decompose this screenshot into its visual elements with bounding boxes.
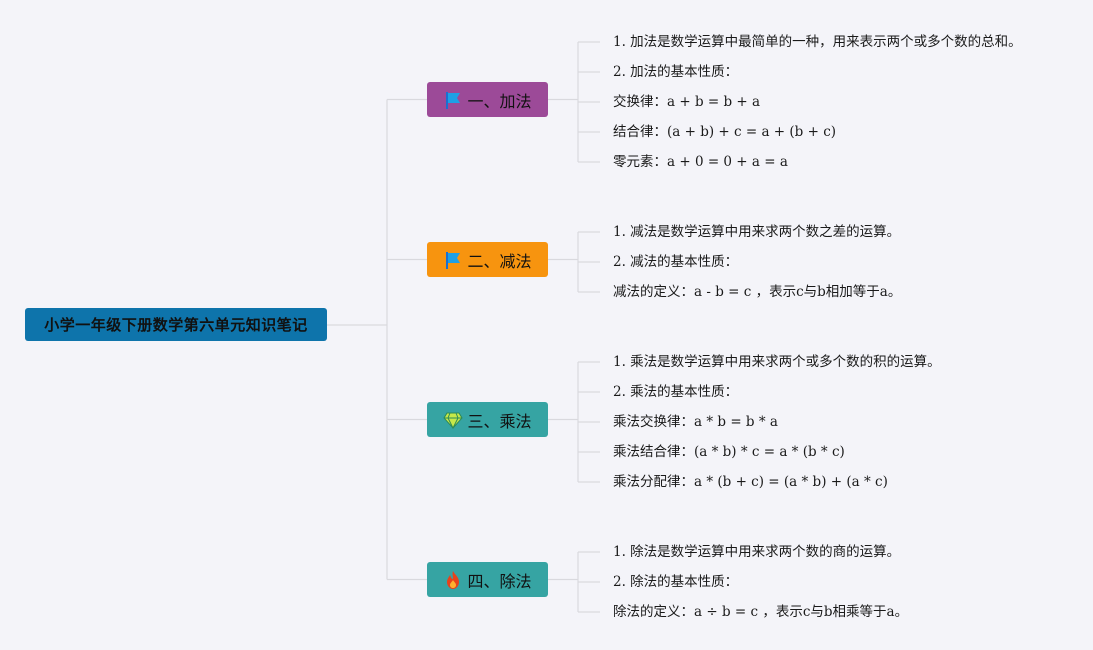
- leaf-topic[interactable]: 零元素：a + 0 = 0 + a = a: [613, 154, 788, 170]
- leaf-topic[interactable]: 2. 乘法的基本性质：: [613, 384, 739, 400]
- flag-icon: [443, 250, 463, 270]
- leaf-topic[interactable]: 1. 乘法是数学运算中用来求两个或多个数的积的运算。: [613, 354, 941, 370]
- gem-icon: [443, 410, 464, 430]
- branch-topic-2[interactable]: 二、减法: [427, 242, 548, 277]
- leaf-topic[interactable]: 1. 加法是数学运算中最简单的一种，用来表示两个或多个数的总和。: [613, 34, 1022, 50]
- leaf-topic[interactable]: 乘法交换律：a * b = b * a: [613, 414, 778, 430]
- branch-topic-3[interactable]: 三、乘法: [427, 402, 548, 437]
- leaf-topic[interactable]: 乘法结合律：(a * b) * c = a * (b * c): [613, 444, 845, 460]
- branch-label: 三、乘法: [467, 411, 532, 431]
- branch-label: 二、减法: [467, 251, 532, 271]
- flag-icon: [443, 90, 463, 110]
- leaf-topic[interactable]: 乘法分配律：a * (b + c) = (a * b) + (a * c): [613, 474, 888, 490]
- leaf-topic[interactable]: 交换律：a + b = b + a: [613, 94, 761, 110]
- fire-icon: [443, 570, 463, 590]
- branch-label: 四、除法: [467, 571, 532, 591]
- leaf-topic[interactable]: 除法的定义：a ÷ b = c ，表示c与b相乘等于a。: [613, 604, 909, 620]
- leaf-topic[interactable]: 1. 除法是数学运算中用来求两个数的商的运算。: [613, 544, 901, 560]
- root-topic[interactable]: 小学一年级下册数学第六单元知识笔记: [25, 308, 327, 341]
- branch-label: 一、加法: [467, 91, 532, 111]
- leaf-topic[interactable]: 2. 加法的基本性质：: [613, 64, 739, 80]
- leaf-topic[interactable]: 结合律：(a + b) + c = a + (b + c): [613, 124, 837, 140]
- leaf-topic[interactable]: 减法的定义：a - b = c ，表示c与b相加等于a。: [613, 284, 902, 300]
- leaf-topic[interactable]: 2. 减法的基本性质：: [613, 254, 739, 270]
- branch-topic-1[interactable]: 一、加法: [427, 82, 548, 117]
- leaf-topic[interactable]: 2. 除法的基本性质：: [613, 574, 739, 590]
- branch-topic-4[interactable]: 四、除法: [427, 562, 548, 597]
- leaf-topic[interactable]: 1. 减法是数学运算中用来求两个数之差的运算。: [613, 224, 901, 240]
